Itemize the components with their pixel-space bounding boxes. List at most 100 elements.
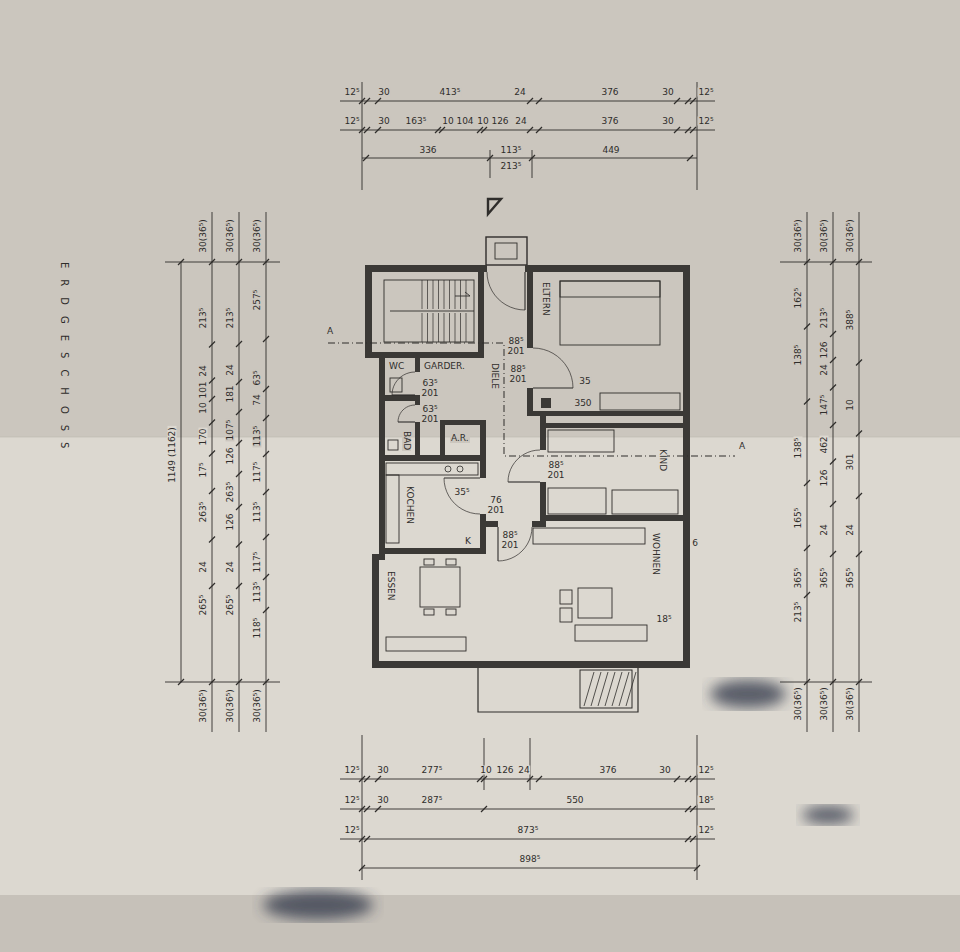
dimension-text: 126	[226, 446, 235, 465]
stair-outline	[384, 280, 474, 342]
plan-annotation: 201	[508, 375, 527, 384]
room-name: KIND	[658, 448, 667, 472]
extension-line	[165, 682, 280, 683]
dimension-tick	[527, 127, 533, 133]
dimension-text: 147⁵	[820, 394, 829, 417]
dimension-text: 30(36⁵)	[846, 218, 855, 254]
dimension-text: 24	[226, 363, 235, 376]
section-line	[328, 343, 735, 456]
desk	[612, 490, 678, 514]
door-leaf	[398, 421, 415, 422]
wall	[540, 416, 546, 450]
dimension-tick	[236, 583, 242, 589]
dimension-tick	[439, 127, 445, 133]
room: A.R.	[445, 425, 480, 455]
dimension-text: 12⁵	[697, 826, 714, 835]
dimension-text: 126	[226, 512, 235, 531]
dimension-text: 107⁵	[226, 419, 235, 442]
plan-annotation: 63⁵	[421, 405, 438, 414]
extension-line	[697, 735, 698, 880]
dimension-tick	[364, 127, 370, 133]
dimension-text: 30(36⁵)	[253, 688, 262, 724]
room-name: ELTERN	[541, 281, 550, 317]
dimension-tick	[236, 542, 242, 548]
dimension-text: 12⁵	[697, 117, 714, 126]
dimension-tick	[830, 422, 836, 428]
dimension-text: 138⁵	[794, 344, 803, 367]
room-name: DIELE	[490, 362, 499, 390]
dimension-text: 413⁵	[439, 88, 462, 97]
dimension-tick	[830, 331, 836, 337]
wall	[372, 554, 379, 668]
dimension-text: 181	[226, 384, 235, 403]
kitchen-counter	[386, 463, 478, 475]
dimension-text: 113⁵	[500, 146, 523, 155]
wall	[683, 265, 690, 668]
dimension-tick	[527, 98, 533, 104]
plan-annotation: 201	[420, 389, 439, 398]
chair	[446, 609, 456, 615]
dimension-text: 30(36⁵)	[199, 688, 208, 724]
dimension-tick	[674, 776, 680, 782]
dimension-text: 165⁵	[794, 507, 803, 530]
room: KOCHEN	[385, 461, 480, 548]
extension-line	[697, 82, 698, 190]
dimension-text: 30(36⁵)	[794, 686, 803, 722]
dimension-tick	[363, 155, 369, 161]
door-leaf	[497, 527, 498, 561]
dimension-text: 365⁵	[794, 567, 803, 590]
dimension-text: 376	[600, 88, 619, 97]
dimension-text: 213⁵	[820, 307, 829, 330]
extension-line	[532, 150, 533, 178]
extension-line	[490, 150, 491, 178]
dimension-tick	[209, 451, 215, 457]
plan-annotation: 6	[691, 539, 699, 548]
bed	[548, 430, 614, 452]
wall	[527, 272, 533, 348]
stair-tread	[444, 313, 445, 342]
dimension-tick	[830, 501, 836, 507]
stair-arrow	[455, 292, 470, 296]
plan-annotation: 201	[420, 415, 439, 424]
dimension-line	[833, 212, 834, 732]
armchair	[560, 608, 572, 622]
coffee-table	[578, 588, 612, 618]
sheet-title: ERDGESCHOSS	[59, 262, 69, 459]
dimension-text: 104	[455, 117, 474, 126]
stair-tread	[438, 280, 439, 309]
dimension-tick	[263, 489, 269, 495]
plan-annotation: 88⁵	[547, 461, 564, 470]
stair-tread	[449, 313, 450, 342]
entrance-porch	[486, 237, 527, 265]
dimension-tick	[364, 776, 370, 782]
dimension-text: 12⁵	[343, 826, 360, 835]
dimension-tick	[263, 534, 269, 540]
stair-tread	[460, 313, 461, 342]
dimension-tick	[209, 537, 215, 543]
dimension-text: 138⁵	[794, 437, 803, 460]
wall	[379, 548, 486, 554]
stair-tread	[455, 313, 456, 342]
dimension-text: 257⁵	[253, 289, 262, 312]
room-name: GARDER.	[423, 362, 466, 371]
pillows	[560, 281, 660, 297]
plan-annotation: 201	[500, 541, 519, 550]
extension-line	[780, 682, 872, 683]
dimension-tick	[690, 806, 696, 812]
dimension-text: 336	[418, 146, 437, 155]
stair-tread	[422, 280, 423, 309]
dimension-tick	[830, 459, 836, 465]
stair-tread	[444, 280, 445, 309]
dimension-text: 24	[514, 117, 527, 126]
plan-annotation: 76	[489, 496, 502, 505]
room-name: BAD	[402, 430, 411, 451]
plan-annotation: 88⁵	[501, 531, 518, 540]
dimension-text: 126	[490, 117, 509, 126]
dimension-text: 113⁵	[253, 425, 262, 448]
wall	[525, 265, 690, 272]
stair-tread	[438, 313, 439, 342]
chair	[424, 559, 434, 565]
stair-tread	[433, 280, 434, 309]
dimension-text: 30(36⁵)	[820, 686, 829, 722]
stair-tread	[427, 313, 428, 342]
